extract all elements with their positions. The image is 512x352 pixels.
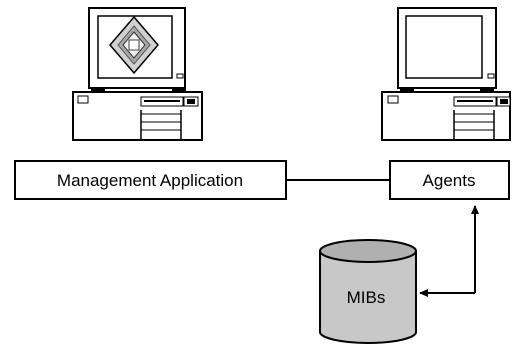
mibs-database-icon: MIBs (319, 239, 417, 344)
diamond-logo-icon (109, 15, 159, 75)
agents-label: Agents (423, 171, 476, 190)
agents-mibs-arrow (419, 205, 479, 297)
agent-computer-icon (381, 7, 511, 141)
manager-computer-icon (72, 7, 203, 141)
agents-node: Agents (389, 160, 510, 200)
management-application-node: Management Application (14, 160, 287, 200)
management-application-label: Management Application (57, 171, 243, 190)
mibs-label: MIBs (347, 288, 386, 307)
